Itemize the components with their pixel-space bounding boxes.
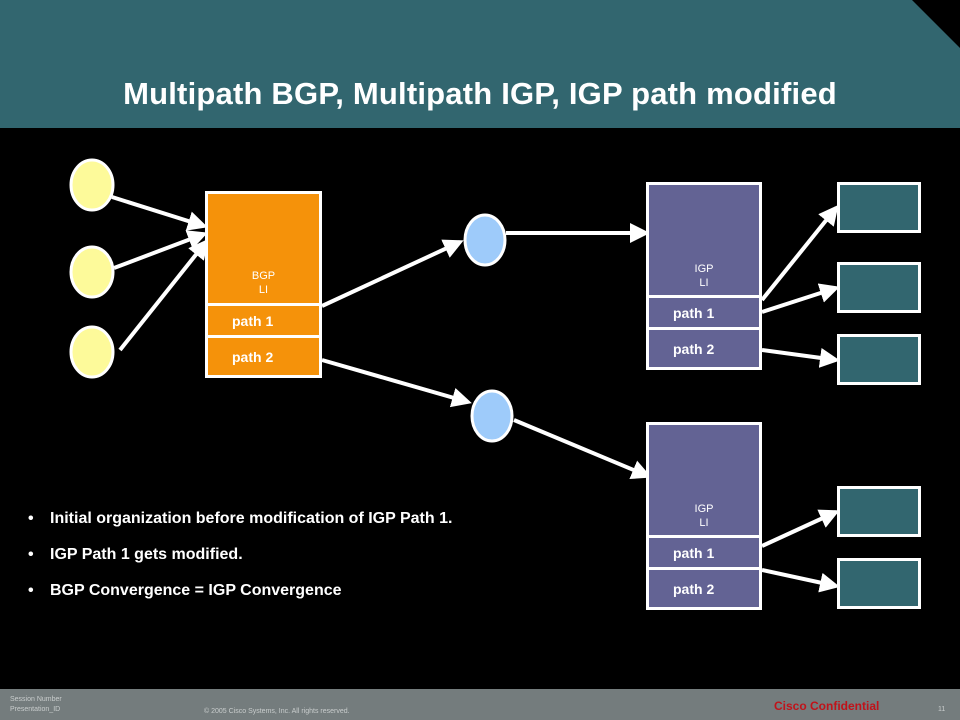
- destination-box-5: [837, 558, 921, 609]
- destination-box-3: [837, 334, 921, 385]
- presentation-id: Presentation_ID: [10, 706, 61, 713]
- prefix-node-2: [69, 245, 115, 299]
- bgp-path1: path 1: [208, 303, 319, 335]
- slide-footer: [0, 689, 960, 720]
- confidential-label: Cisco Confidential: [774, 699, 880, 713]
- arrow-nexthop2-to-igp-bottom: [513, 418, 652, 480]
- arrow-bgp-path2-to-nexthop2: [321, 358, 472, 408]
- bgp-label-line1: BGP: [251, 270, 276, 282]
- igp-bottom-path1: path 1: [649, 535, 759, 567]
- arrow-igp-bottom-to-dest4: [761, 509, 840, 548]
- igp-top-path2: path 2: [649, 327, 759, 367]
- nexthop-node-2: [470, 389, 514, 443]
- arrow-bgp-path1-to-nexthop1: [321, 239, 464, 308]
- igp-loadinfo-box-bottom: IGP LI path 1 path 2: [646, 422, 762, 610]
- arrow-igp-top-to-dest1: [760, 204, 839, 302]
- session-number: Session Number: [10, 696, 62, 703]
- arrow-prefix1-to-bgp: [111, 195, 208, 231]
- slide-header: [0, 0, 960, 128]
- bullet-item: IGP Path 1 gets modified.: [28, 544, 452, 580]
- bullet-item: Initial organization before modification…: [28, 508, 452, 544]
- arrow-igp-top-to-dest3: [761, 347, 840, 368]
- bullet-item: BGP Convergence = IGP Convergence: [28, 580, 452, 616]
- igp-top-label-line1: IGP: [694, 263, 714, 275]
- destination-box-1: [837, 182, 921, 233]
- copyright: © 2005 Cisco Systems, Inc. All rights re…: [204, 708, 350, 715]
- igp-top-path1: path 1: [649, 295, 759, 327]
- arrow-prefix3-to-bgp: [118, 238, 209, 352]
- destination-box-4: [837, 486, 921, 537]
- destination-box-2: [837, 262, 921, 313]
- header-corner-notch: [912, 0, 960, 48]
- bgp-loadinfo-box: BGP LI path 1 path 2: [205, 191, 322, 378]
- slide-title: Multipath BGP, Multipath IGP, IGP path m…: [123, 76, 837, 111]
- igp-bottom-path2: path 2: [649, 567, 759, 607]
- igp-bottom-label-line1: IGP: [694, 503, 714, 515]
- arrow-igp-top-to-dest2: [761, 283, 840, 314]
- igp-top-label-line2: LI: [699, 277, 709, 289]
- page-number: 11: [938, 706, 946, 713]
- arrow-igp-bottom-to-dest5: [761, 568, 840, 593]
- bgp-label-line2: LI: [258, 284, 269, 296]
- bgp-path2: path 2: [208, 335, 319, 375]
- prefix-node-1: [69, 158, 115, 212]
- nexthop-node-1: [463, 213, 507, 267]
- igp-bottom-label-line2: LI: [699, 517, 709, 529]
- bullet-list: Initial organization before modification…: [28, 508, 452, 616]
- prefix-node-3: [69, 325, 115, 379]
- igp-loadinfo-box-top: IGP LI path 1 path 2: [646, 182, 762, 370]
